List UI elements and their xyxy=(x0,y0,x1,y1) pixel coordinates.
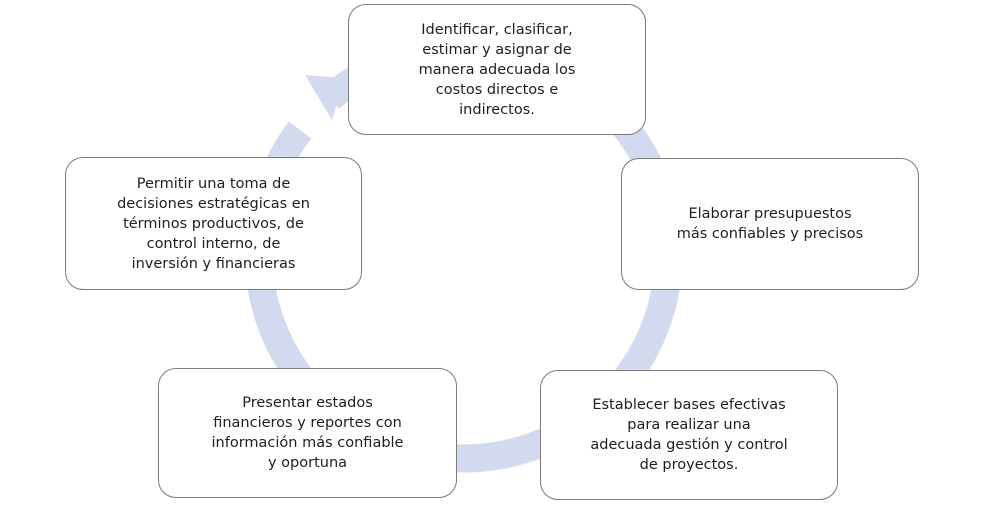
step-text-line: manera adecuada los xyxy=(418,61,576,78)
step-text-line: de proyectos. xyxy=(639,457,739,473)
step-text-line: Elaborar presupuestos xyxy=(688,206,852,222)
step-text-line: Establecer bases efectivas xyxy=(592,397,786,413)
step-text-line: decisiones estratégicas en xyxy=(117,195,310,212)
step-text-line: y oportuna xyxy=(267,455,348,471)
step-text-line: información más confiable xyxy=(211,435,404,451)
cycle-arrow-head-icon xyxy=(305,75,345,120)
step-text-line: para realizar una xyxy=(627,417,751,433)
step-text-line: adecuada gestión y control xyxy=(590,437,788,453)
step-text-line: Permitir una toma de xyxy=(136,175,291,192)
step-text-line: control interno, de xyxy=(146,235,281,252)
step-text-line: Identificar, clasificar, xyxy=(421,21,573,38)
step-text-line: más confiables y precisos xyxy=(676,226,864,242)
step-permitir-decisiones: Permitir una toma de decisiones estratég… xyxy=(65,157,362,290)
step-text-line: Presentar estados xyxy=(242,395,373,411)
step-text-line: financieros y reportes con xyxy=(213,415,402,431)
step-identificar-costos: Identificar, clasificar, estimar y asign… xyxy=(348,4,646,135)
step-text-line: términos productivos, de xyxy=(123,215,304,232)
step-text-line: costos directos e xyxy=(435,81,559,98)
step-text-line: estimar y asignar de xyxy=(422,41,572,58)
step-elaborar-presupuestos: Elaborar presupuestos más confiables y p… xyxy=(621,158,919,290)
step-establecer-bases: Establecer bases efectivas para realizar… xyxy=(540,370,838,500)
step-text-line: inversión y financieras xyxy=(131,255,296,272)
step-presentar-estados: Presentar estados financieros y reportes… xyxy=(158,368,457,498)
step-text-line: indirectos. xyxy=(459,101,535,118)
